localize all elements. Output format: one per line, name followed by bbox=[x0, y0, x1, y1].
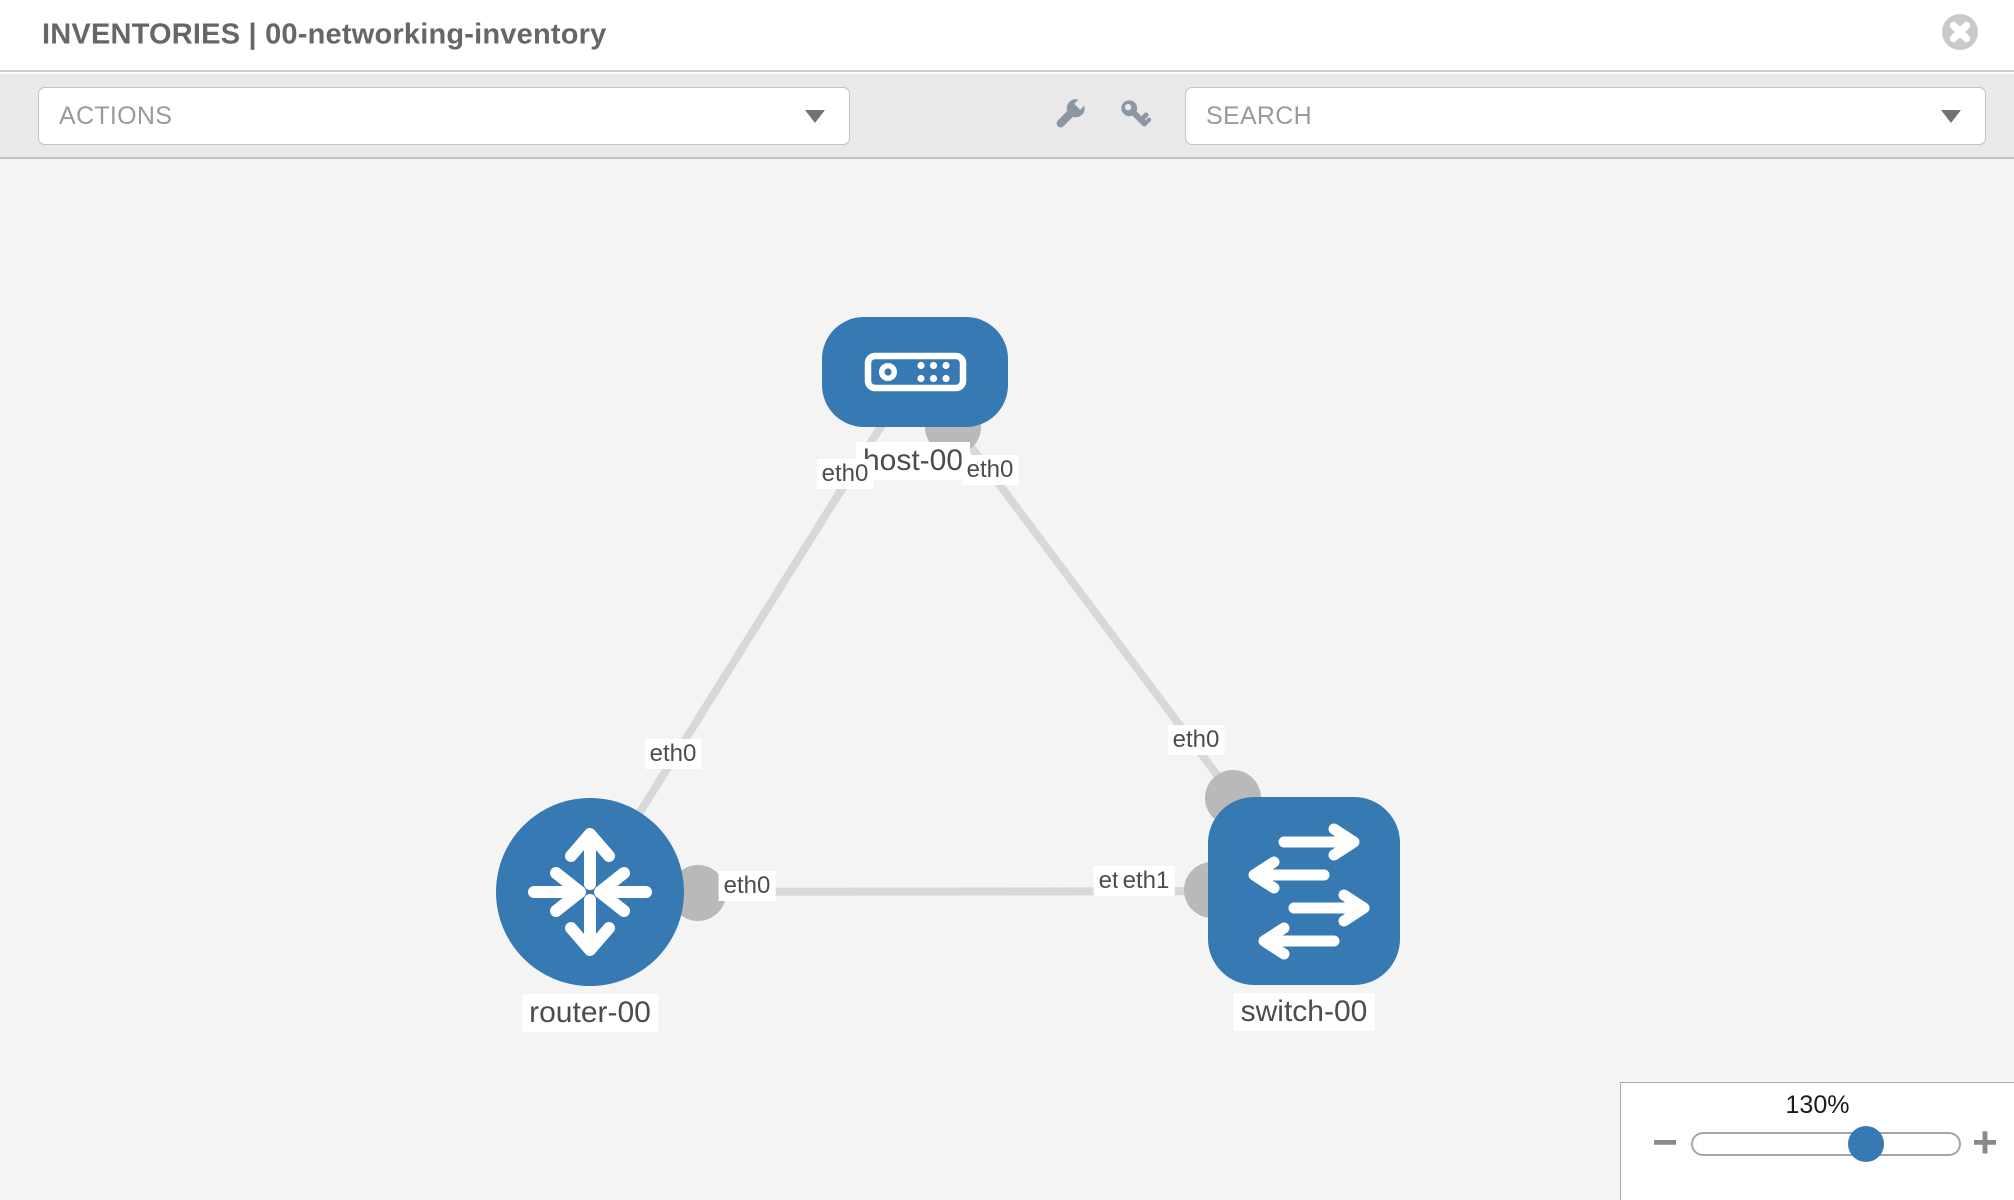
if-label-host-left: eth0 bbox=[816, 459, 874, 489]
connector-router-right bbox=[670, 865, 726, 921]
if-label-switch-left-eth1: eth1 bbox=[1117, 866, 1175, 896]
node-label-switch: switch-00 bbox=[1233, 993, 1375, 1031]
search-dropdown-label: SEARCH bbox=[1206, 101, 1312, 130]
router-icon bbox=[528, 828, 652, 956]
node-router-00[interactable] bbox=[496, 798, 684, 986]
zoom-slider-thumb[interactable] bbox=[1848, 1126, 1884, 1162]
caret-down-icon bbox=[805, 110, 825, 123]
zoom-slider-track[interactable] bbox=[1691, 1126, 1961, 1162]
caret-down-icon bbox=[1941, 110, 1961, 123]
topology-graph bbox=[496, 317, 1400, 986]
wrench-icon bbox=[1056, 96, 1088, 128]
if-label-switch-top: eth0 bbox=[1167, 725, 1225, 755]
zoom-in-button[interactable]: + bbox=[1972, 1118, 1998, 1167]
if-label-router-right: eth0 bbox=[718, 871, 776, 901]
key-tool-button[interactable] bbox=[1117, 96, 1155, 134]
zoom-level-readout: 130% bbox=[1785, 1091, 1850, 1119]
times-circle-icon bbox=[1942, 14, 1978, 50]
node-switch-00[interactable] bbox=[1208, 797, 1400, 985]
actions-dropdown[interactable]: ACTIONS bbox=[38, 87, 850, 145]
search-dropdown[interactable]: SEARCH bbox=[1185, 87, 1986, 145]
if-label-host-right: eth0 bbox=[961, 455, 1019, 485]
header-bar: INVENTORIES | 00-networking-inventory bbox=[0, 0, 2014, 72]
node-label-router: router-00 bbox=[522, 994, 658, 1032]
close-button[interactable] bbox=[1941, 13, 1979, 51]
node-host-00[interactable] bbox=[822, 317, 1008, 427]
topology-canvas[interactable]: host-00 router-00 switch-00 eth0 eth0 et… bbox=[0, 159, 2014, 1200]
node-label-host: host-00 bbox=[855, 442, 971, 480]
toolbar: ACTIONS bbox=[0, 74, 2014, 159]
zoom-control-panel: 130% − + bbox=[1620, 1082, 2014, 1200]
switch-icon bbox=[1248, 823, 1370, 960]
page-title: INVENTORIES | 00-networking-inventory bbox=[42, 18, 607, 51]
zoom-out-button[interactable]: − bbox=[1652, 1118, 1678, 1167]
if-label-host-router-mid: eth0 bbox=[644, 739, 702, 769]
wrench-tool-button[interactable] bbox=[1050, 96, 1088, 134]
key-icon bbox=[1121, 100, 1152, 127]
actions-dropdown-label: ACTIONS bbox=[59, 101, 173, 130]
host-icon bbox=[864, 352, 967, 392]
